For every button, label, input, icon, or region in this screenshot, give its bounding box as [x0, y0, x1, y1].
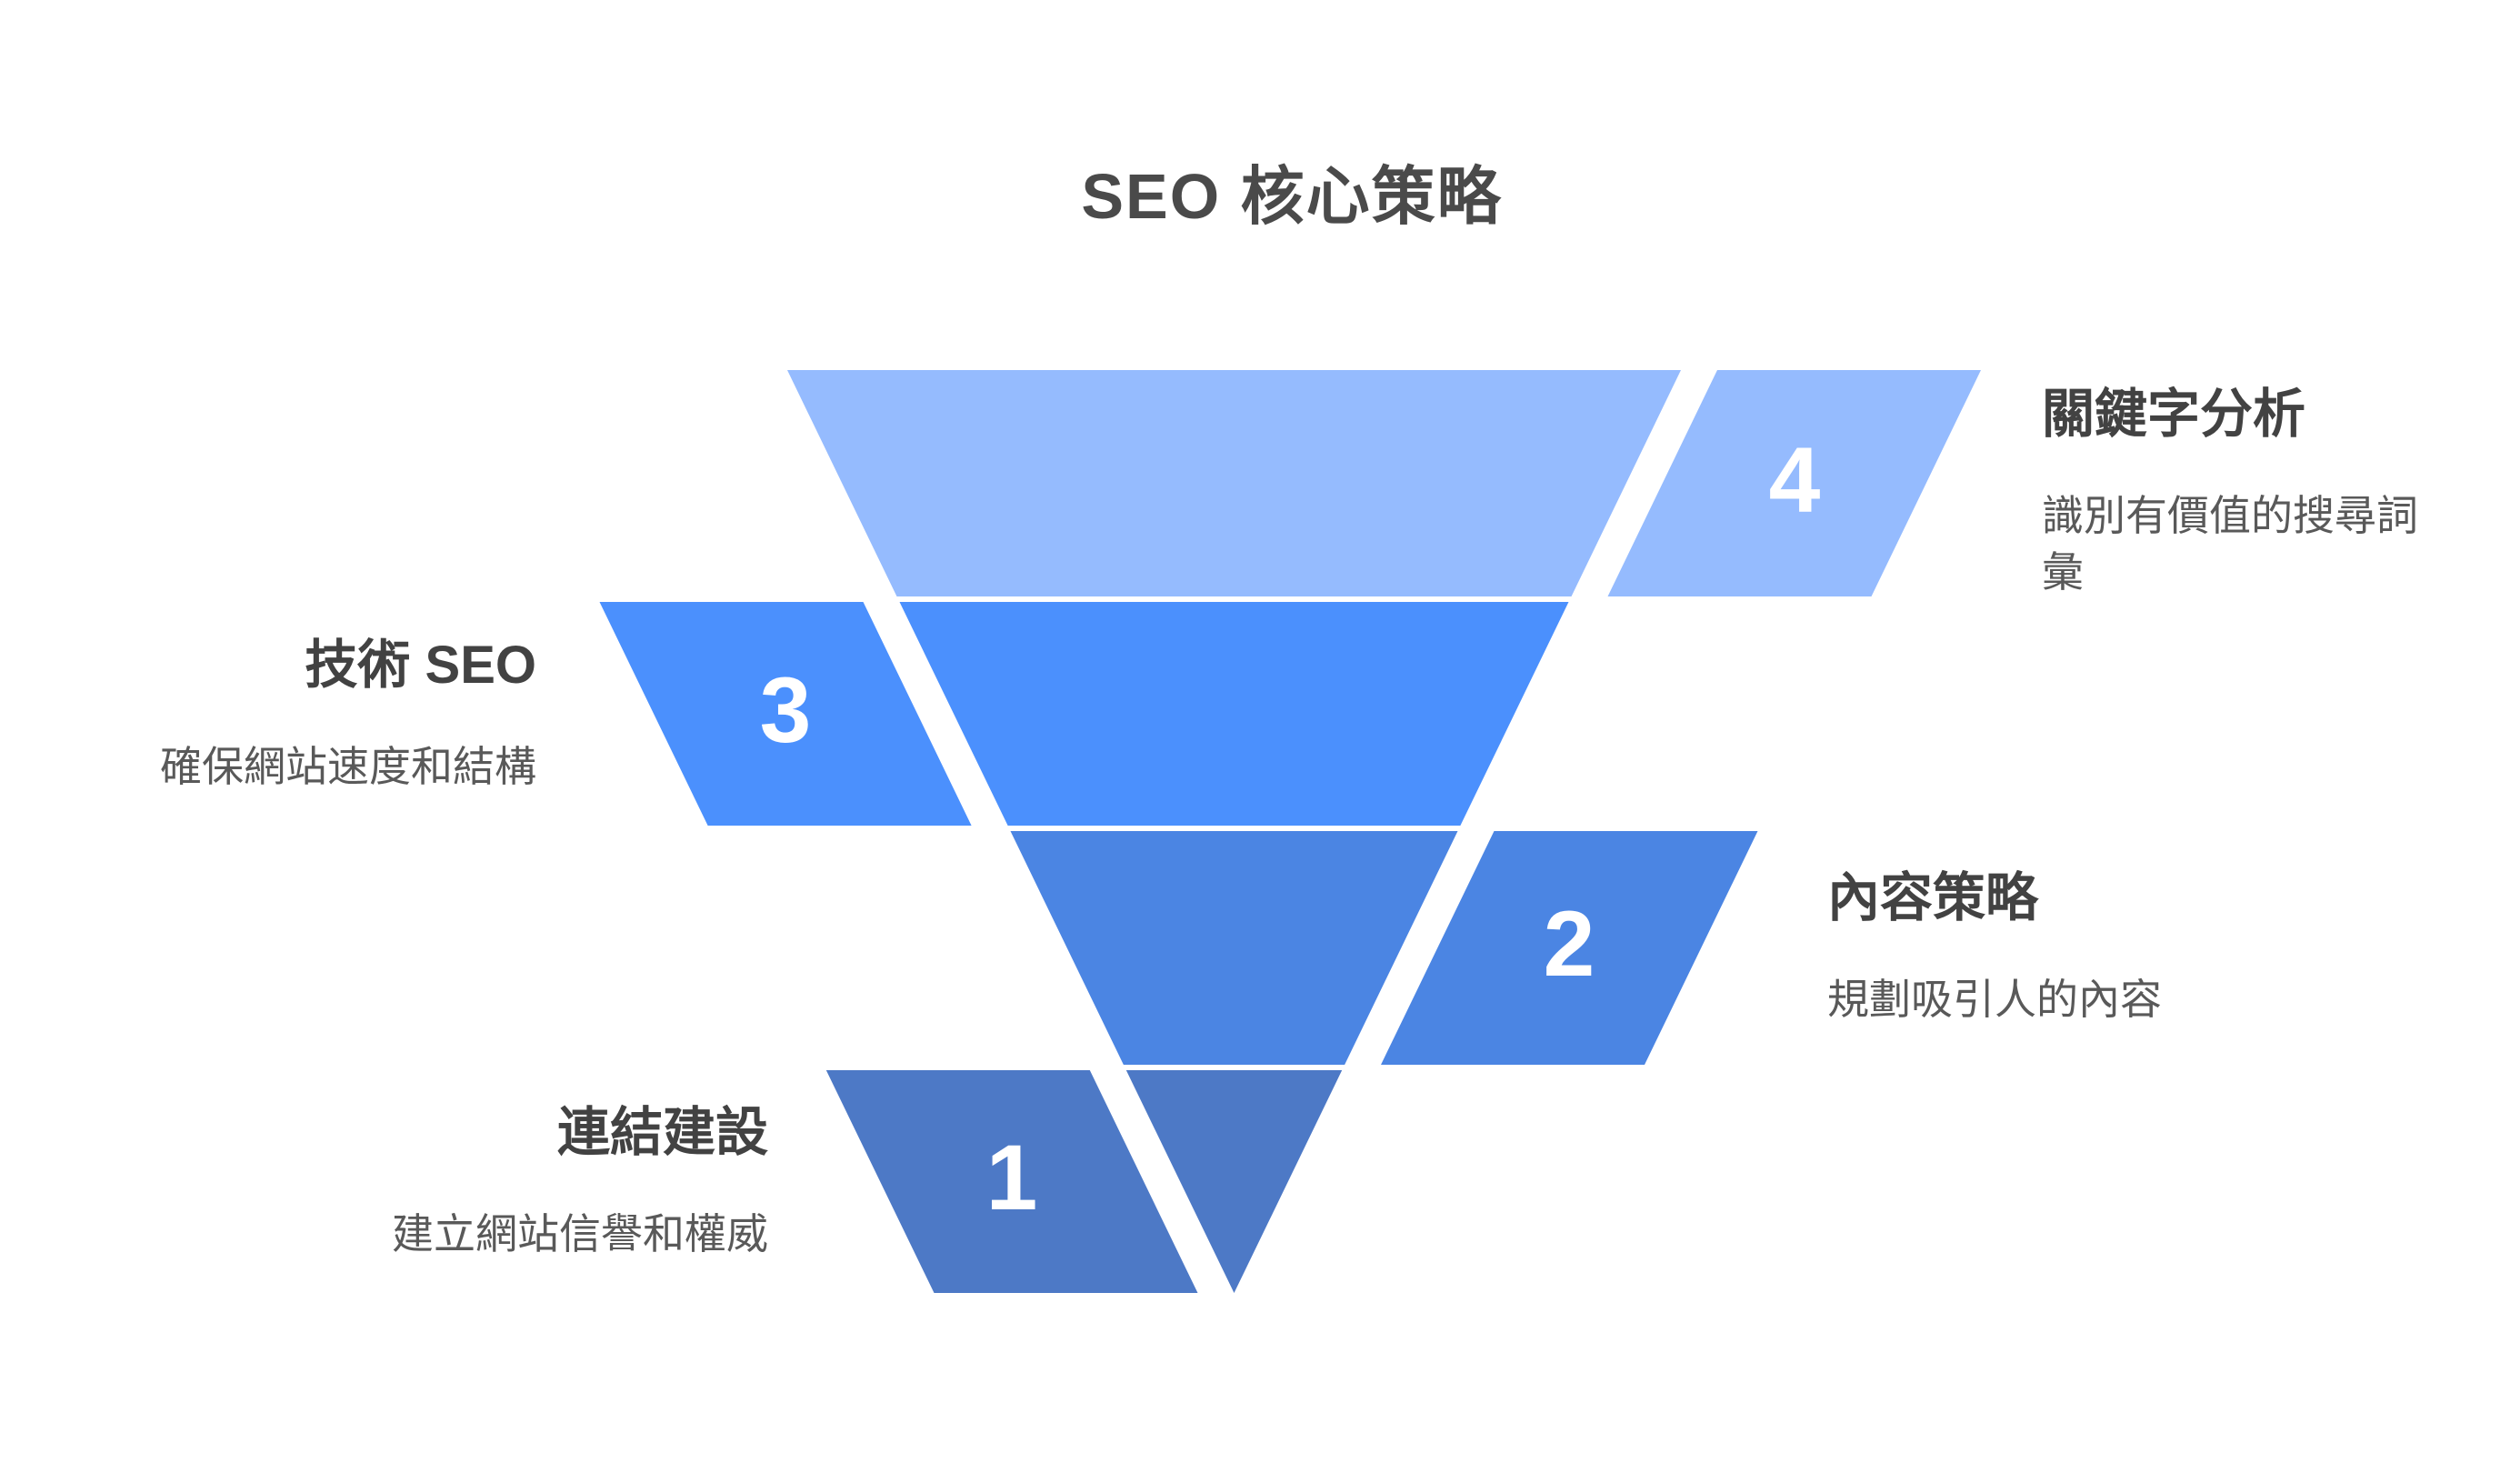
level-2-description: 規劃吸引人的內容	[1827, 976, 2162, 1023]
level-1-title: 連結建設	[556, 1103, 768, 1162]
page-title: SEO 核心策略	[1081, 161, 1503, 232]
level-3-description: 確保網站速度和結構	[160, 743, 536, 790]
level-4-description: 識別有價值的搜尋詞彙	[2042, 492, 2418, 596]
number-tag-level-4	[1607, 370, 1981, 596]
level-1-label-block: 連結建設 建立網站信譽和權威	[259, 1100, 768, 1262]
level-2-title: 內容策略	[1827, 868, 2039, 927]
tag-number-3: 3	[760, 658, 812, 762]
tag-number-2: 2	[1544, 892, 1595, 996]
funnel-band-level-2	[1010, 831, 1458, 1065]
level-4-title: 關鍵字分析	[2042, 385, 2306, 444]
funnel-band-level-3	[899, 602, 1569, 826]
level-4-label-block: 關鍵字分析 識別有價值的搜尋詞彙	[2042, 382, 2451, 600]
funnel-band-level-4	[787, 370, 1681, 596]
number-tag-level-2	[1381, 831, 1758, 1065]
funnel-band-level-1	[1125, 1070, 1343, 1293]
level-3-title: 技術 SEO	[305, 636, 536, 695]
number-tag-level-3	[599, 602, 972, 826]
number-tag-level-1	[825, 1070, 1198, 1293]
level-1-description: 建立網站信譽和權威	[392, 1210, 768, 1258]
tag-number-4: 4	[1769, 428, 1821, 532]
level-3-label-block: 技術 SEO 確保網站速度和結構	[27, 633, 536, 795]
level-2-label-block: 內容策略 規劃吸引人的內容	[1827, 866, 2409, 1027]
tag-number-1: 1	[986, 1126, 1038, 1229]
